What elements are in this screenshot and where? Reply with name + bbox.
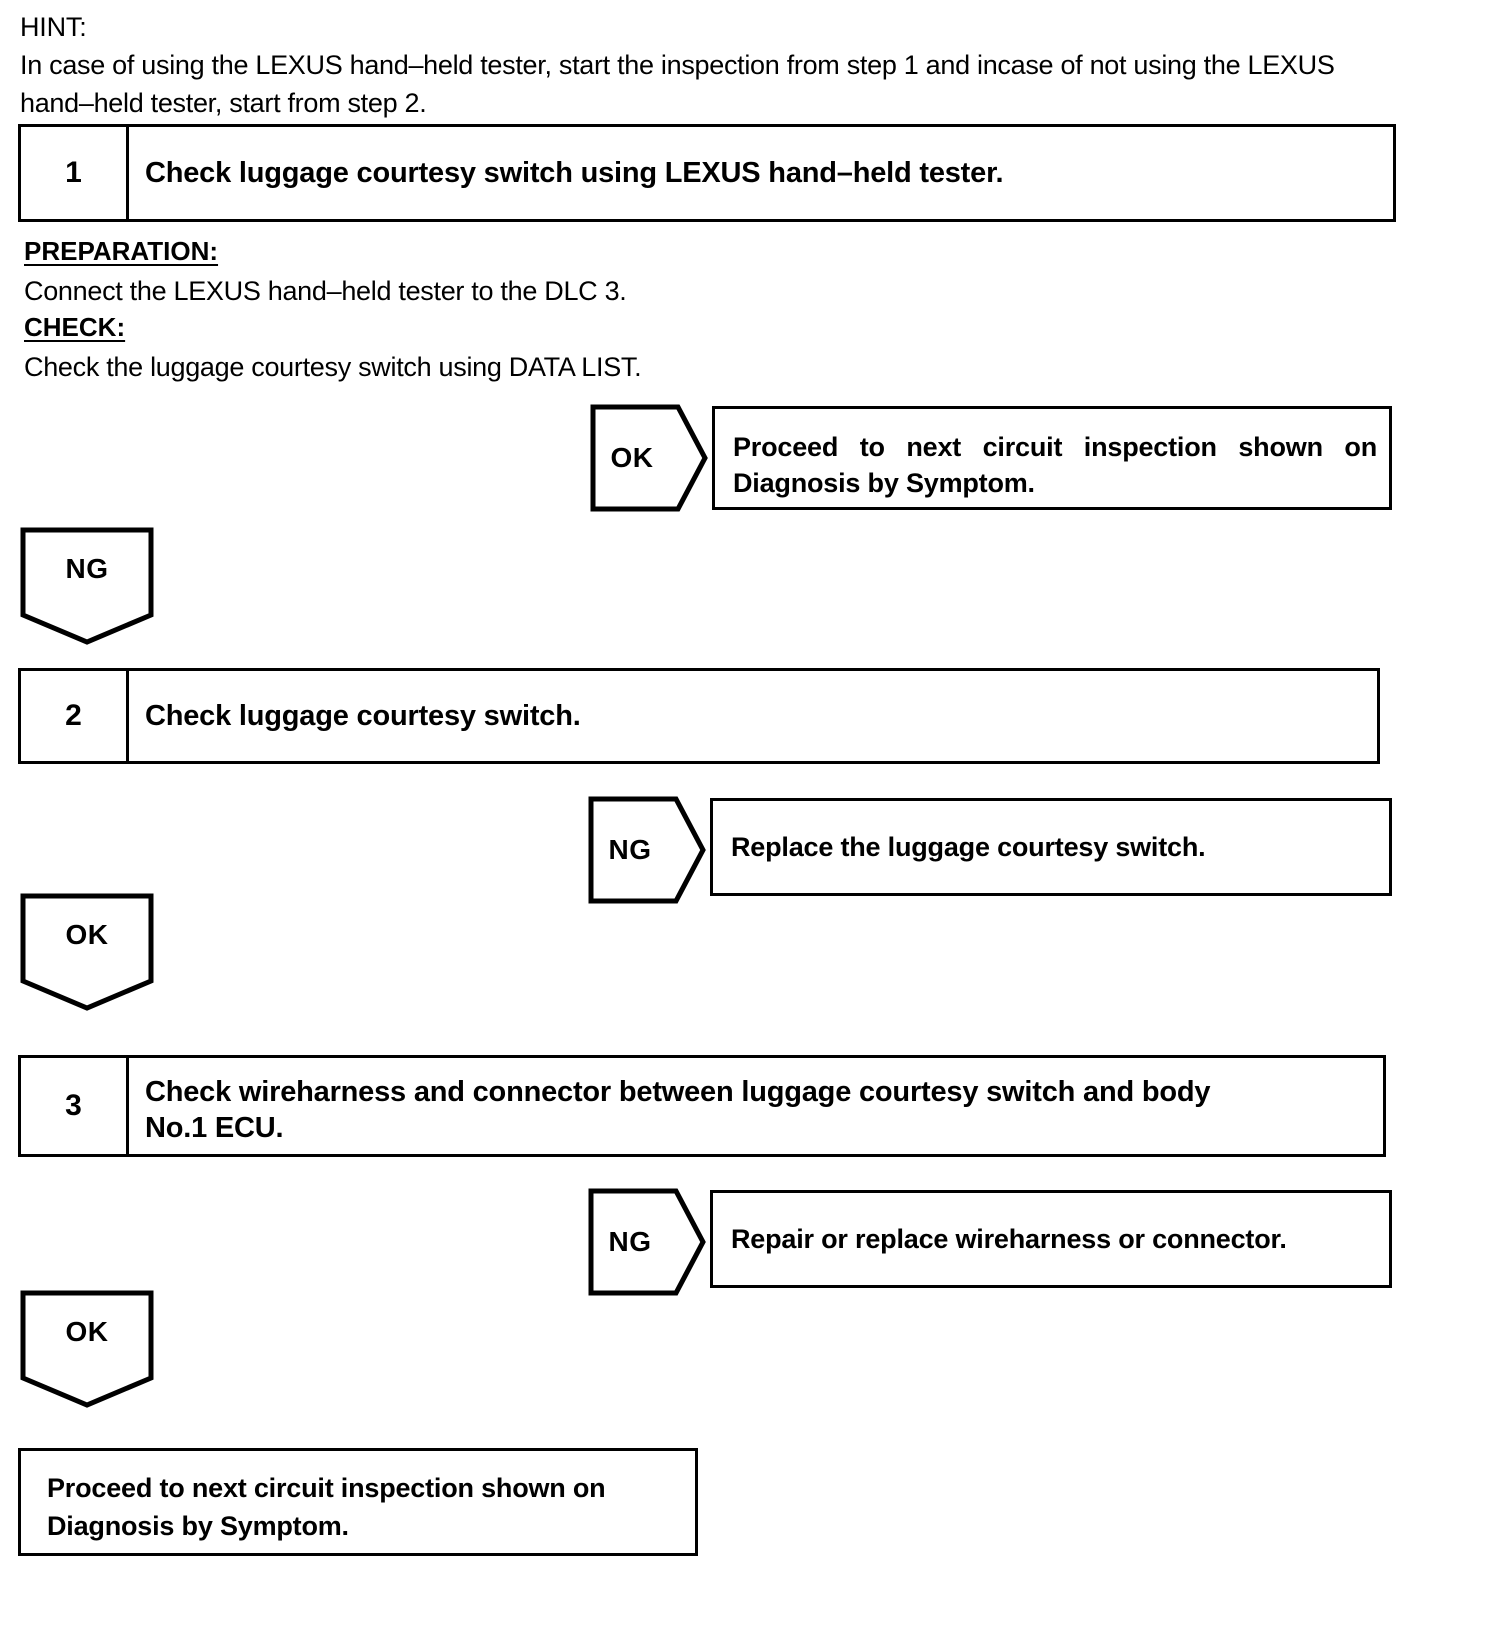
terminal-result-box[interactable]: Proceed to next circuit inspection shown… [18,1448,698,1556]
step-box-2[interactable]: 2 Check luggage courtesy switch. [18,668,1380,764]
pentagon-down-icon [20,1290,154,1408]
result-box-step1-ok[interactable]: Proceed to next circuit inspection shown… [712,406,1392,510]
result-line-1: Proceed to next circuit inspection shown… [733,432,1377,462]
branch-arrow-step1-ng: NG [20,527,154,645]
preparation-label: PREPARATION: [24,236,219,266]
branch-arrow-step2-ok: OK [20,893,154,1011]
branch-arrow-step2-ng: NG [588,796,706,904]
branch-label-step1-ng: NG [65,553,109,584]
step-number-1: 1 [21,127,129,219]
branch-label-step2-ok: OK [65,919,109,950]
pentagon-down-icon [20,893,154,1011]
branch-arrow-step1-ok: OK [590,404,708,512]
pentagon-down-icon [20,527,154,645]
result-text: Replace the luggage courtesy switch. [731,832,1206,862]
result-box-step2-ng[interactable]: Replace the luggage courtesy switch. [710,798,1392,896]
step-title-1: Check luggage courtesy switch using LEXU… [145,157,1004,189]
hint-body: In case of using the LEXUS hand–held tes… [20,50,1335,118]
step-box-1[interactable]: 1 Check luggage courtesy switch using LE… [18,124,1396,222]
pentagon-right-icon [590,404,708,512]
pentagon-right-icon [588,796,706,904]
hint-label: HINT: [20,12,87,42]
step-title-3-line2: No.1 ECU. [145,1112,284,1144]
branch-arrow-step3-ng: NG [588,1188,706,1296]
preparation-text: Connect the LEXUS hand–held tester to th… [24,276,627,306]
step-title-3-line1: Check wireharness and connector between … [145,1076,1211,1108]
result-line-2: Diagnosis by Symptom. [733,468,1035,498]
branch-arrow-step3-ok: OK [20,1290,154,1408]
branch-label-step1-ok: OK [610,442,654,473]
step-title-3: Check wireharness and connector between … [129,1058,1383,1154]
terminal-line-1: Proceed to next circuit inspection shown… [47,1473,606,1503]
step-number-3: 3 [21,1058,129,1154]
result-text: Repair or replace wireharness or connect… [731,1224,1287,1254]
branch-label-step3-ok: OK [65,1316,109,1347]
terminal-line-2: Diagnosis by Symptom. [47,1511,349,1541]
step-box-3[interactable]: 3 Check wireharness and connector betwee… [18,1055,1386,1157]
result-box-step3-ng[interactable]: Repair or replace wireharness or connect… [710,1190,1392,1288]
check-text: Check the luggage courtesy switch using … [24,352,642,382]
step-title-2: Check luggage courtesy switch. [145,700,581,732]
branch-label-step3-ng: NG [608,1226,652,1257]
branch-label-step2-ng: NG [608,834,652,865]
hint-block: HINT: In case of using the LEXUS hand–he… [20,8,1420,122]
pentagon-right-icon [588,1188,706,1296]
check-label: CHECK: [24,312,126,342]
step-number-2: 2 [21,671,129,761]
